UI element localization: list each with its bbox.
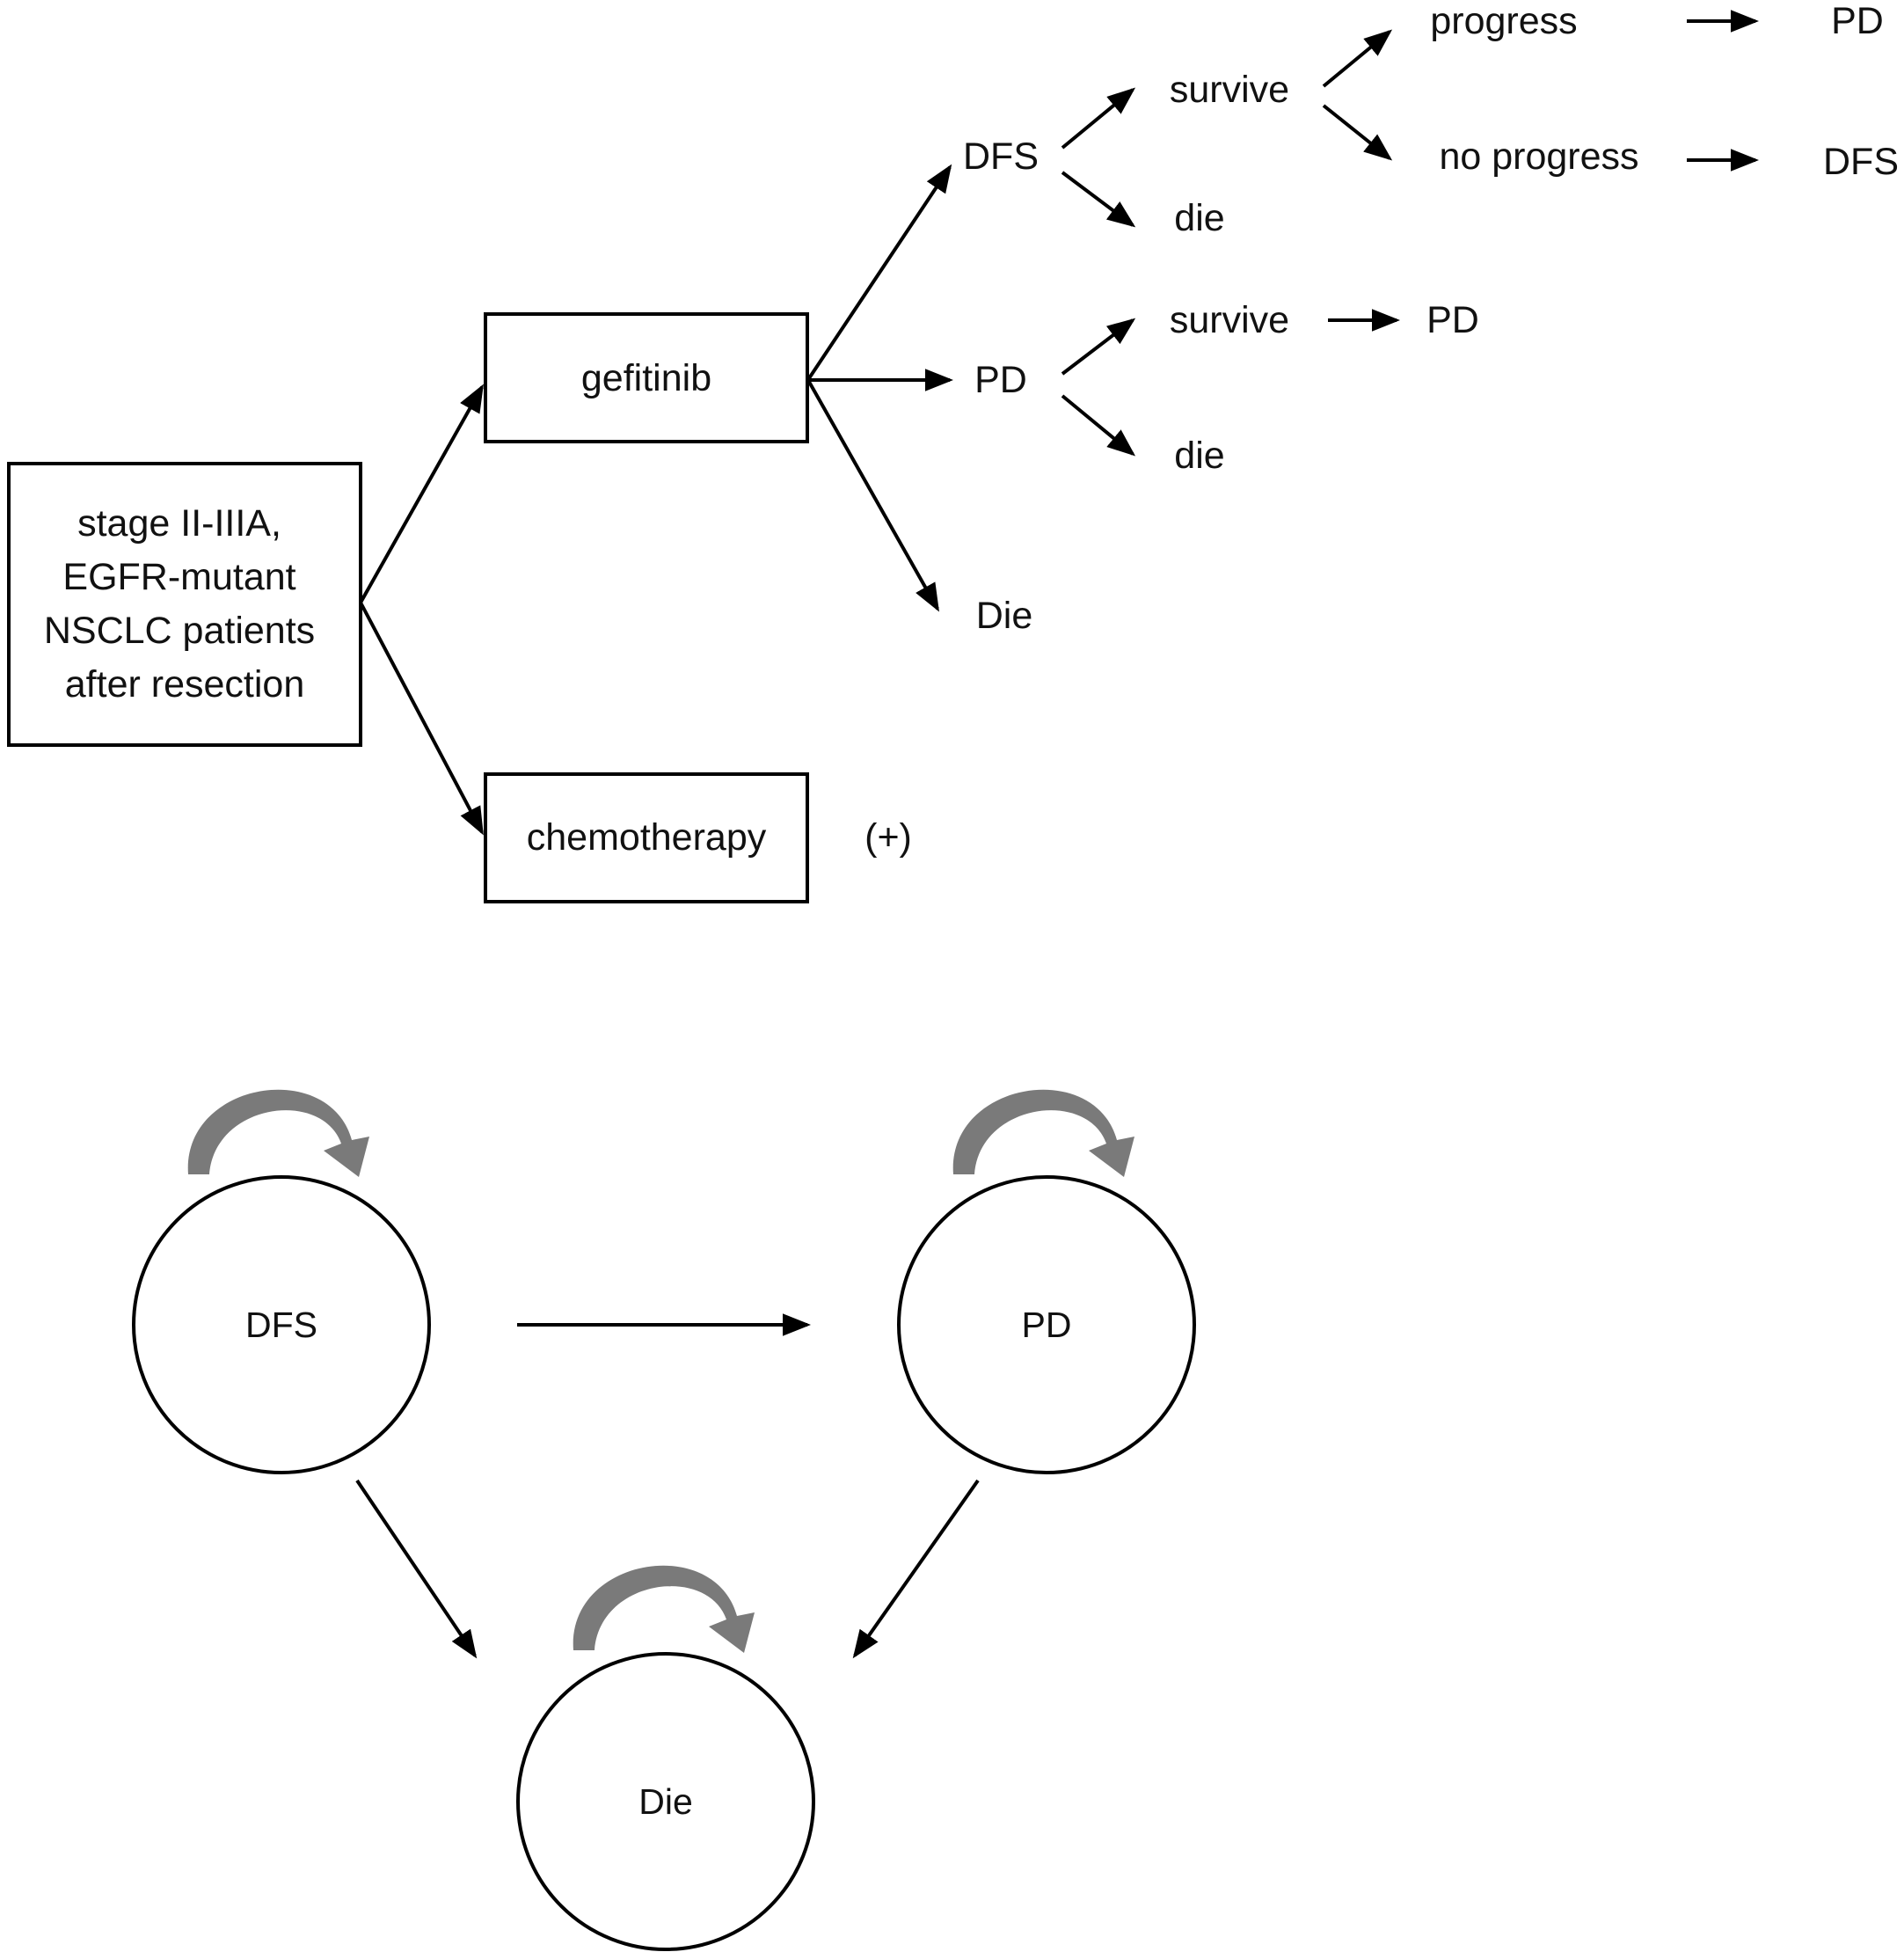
no-progress-label: no progress xyxy=(1439,135,1638,178)
dfs-self-loop-icon xyxy=(187,1089,369,1177)
state-die-label: Die xyxy=(976,595,1033,637)
chemotherapy-node: chemotherapy xyxy=(484,772,809,903)
gefitinib-to-die-arrow xyxy=(807,381,939,612)
survive-to-progress-arrow xyxy=(1322,29,1393,88)
dfs-survive-label: survive xyxy=(1170,69,1289,111)
pd-to-die-transition-arrow xyxy=(852,1479,980,1659)
pd-self-loop-icon xyxy=(952,1089,1134,1177)
pd-survive-result-label: PD xyxy=(1426,299,1479,341)
gefitinib-box xyxy=(484,312,809,443)
chemotherapy-label: chemotherapy xyxy=(527,816,767,859)
chemotherapy-box xyxy=(484,772,809,903)
chemotherapy-plus-marker: (+) xyxy=(864,816,912,859)
decision-tree: stage II-IIIA, EGFR-mutant NSCLC patient… xyxy=(7,0,1899,903)
die-state-label: Die xyxy=(638,1781,693,1822)
no-progress-result-dfs-label: DFS xyxy=(1823,141,1899,183)
dfs-to-survive-arrow xyxy=(1061,87,1136,150)
pd-to-die-arrow xyxy=(1061,394,1136,457)
dfs-state-circle xyxy=(132,1175,431,1474)
root-node: stage II-IIIA, EGFR-mutant NSCLC patient… xyxy=(7,462,362,747)
root-box xyxy=(7,462,362,747)
progress-label: progress xyxy=(1430,0,1577,42)
gefitinib-node: gefitinib xyxy=(484,312,809,443)
state-pd-label: PD xyxy=(974,359,1027,401)
root-to-gefitinib-arrow xyxy=(359,384,484,603)
state-dfs-label: DFS xyxy=(963,135,1039,178)
root-label-line-1: stage II-IIIA, xyxy=(77,502,281,545)
dfs-state-label: DFS xyxy=(245,1305,317,1345)
gefitinib-to-dfs-arrow xyxy=(807,164,952,380)
pd-survive-label: survive xyxy=(1170,299,1289,341)
root-label-line-3: NSCLC patients xyxy=(44,610,315,652)
pd-state-circle xyxy=(897,1175,1196,1474)
gefitinib-label: gefitinib xyxy=(581,357,711,399)
progress-result-pd-label: PD xyxy=(1831,0,1884,42)
pd-to-survive-arrow xyxy=(1061,318,1136,376)
dfs-to-die-arrow xyxy=(1061,171,1136,228)
root-label: stage II-IIIA, EGFR-mutant NSCLC patient… xyxy=(44,502,325,705)
dfs-to-die-transition-arrow xyxy=(355,1479,478,1659)
root-label-line-2: EGFR-mutant xyxy=(62,556,295,598)
root-label-line-4: after resection xyxy=(65,663,304,705)
dfs-die-label: die xyxy=(1174,197,1224,239)
markov-state-diagram: DFS PD Die xyxy=(132,1089,1196,1951)
pd-state-label: PD xyxy=(1022,1305,1072,1345)
root-to-chemotherapy-arrow xyxy=(359,602,484,836)
survive-to-no-progress-arrow xyxy=(1322,104,1393,161)
pd-die-label: die xyxy=(1174,435,1224,477)
die-state-circle xyxy=(516,1652,815,1951)
die-self-loop-icon xyxy=(573,1565,755,1653)
